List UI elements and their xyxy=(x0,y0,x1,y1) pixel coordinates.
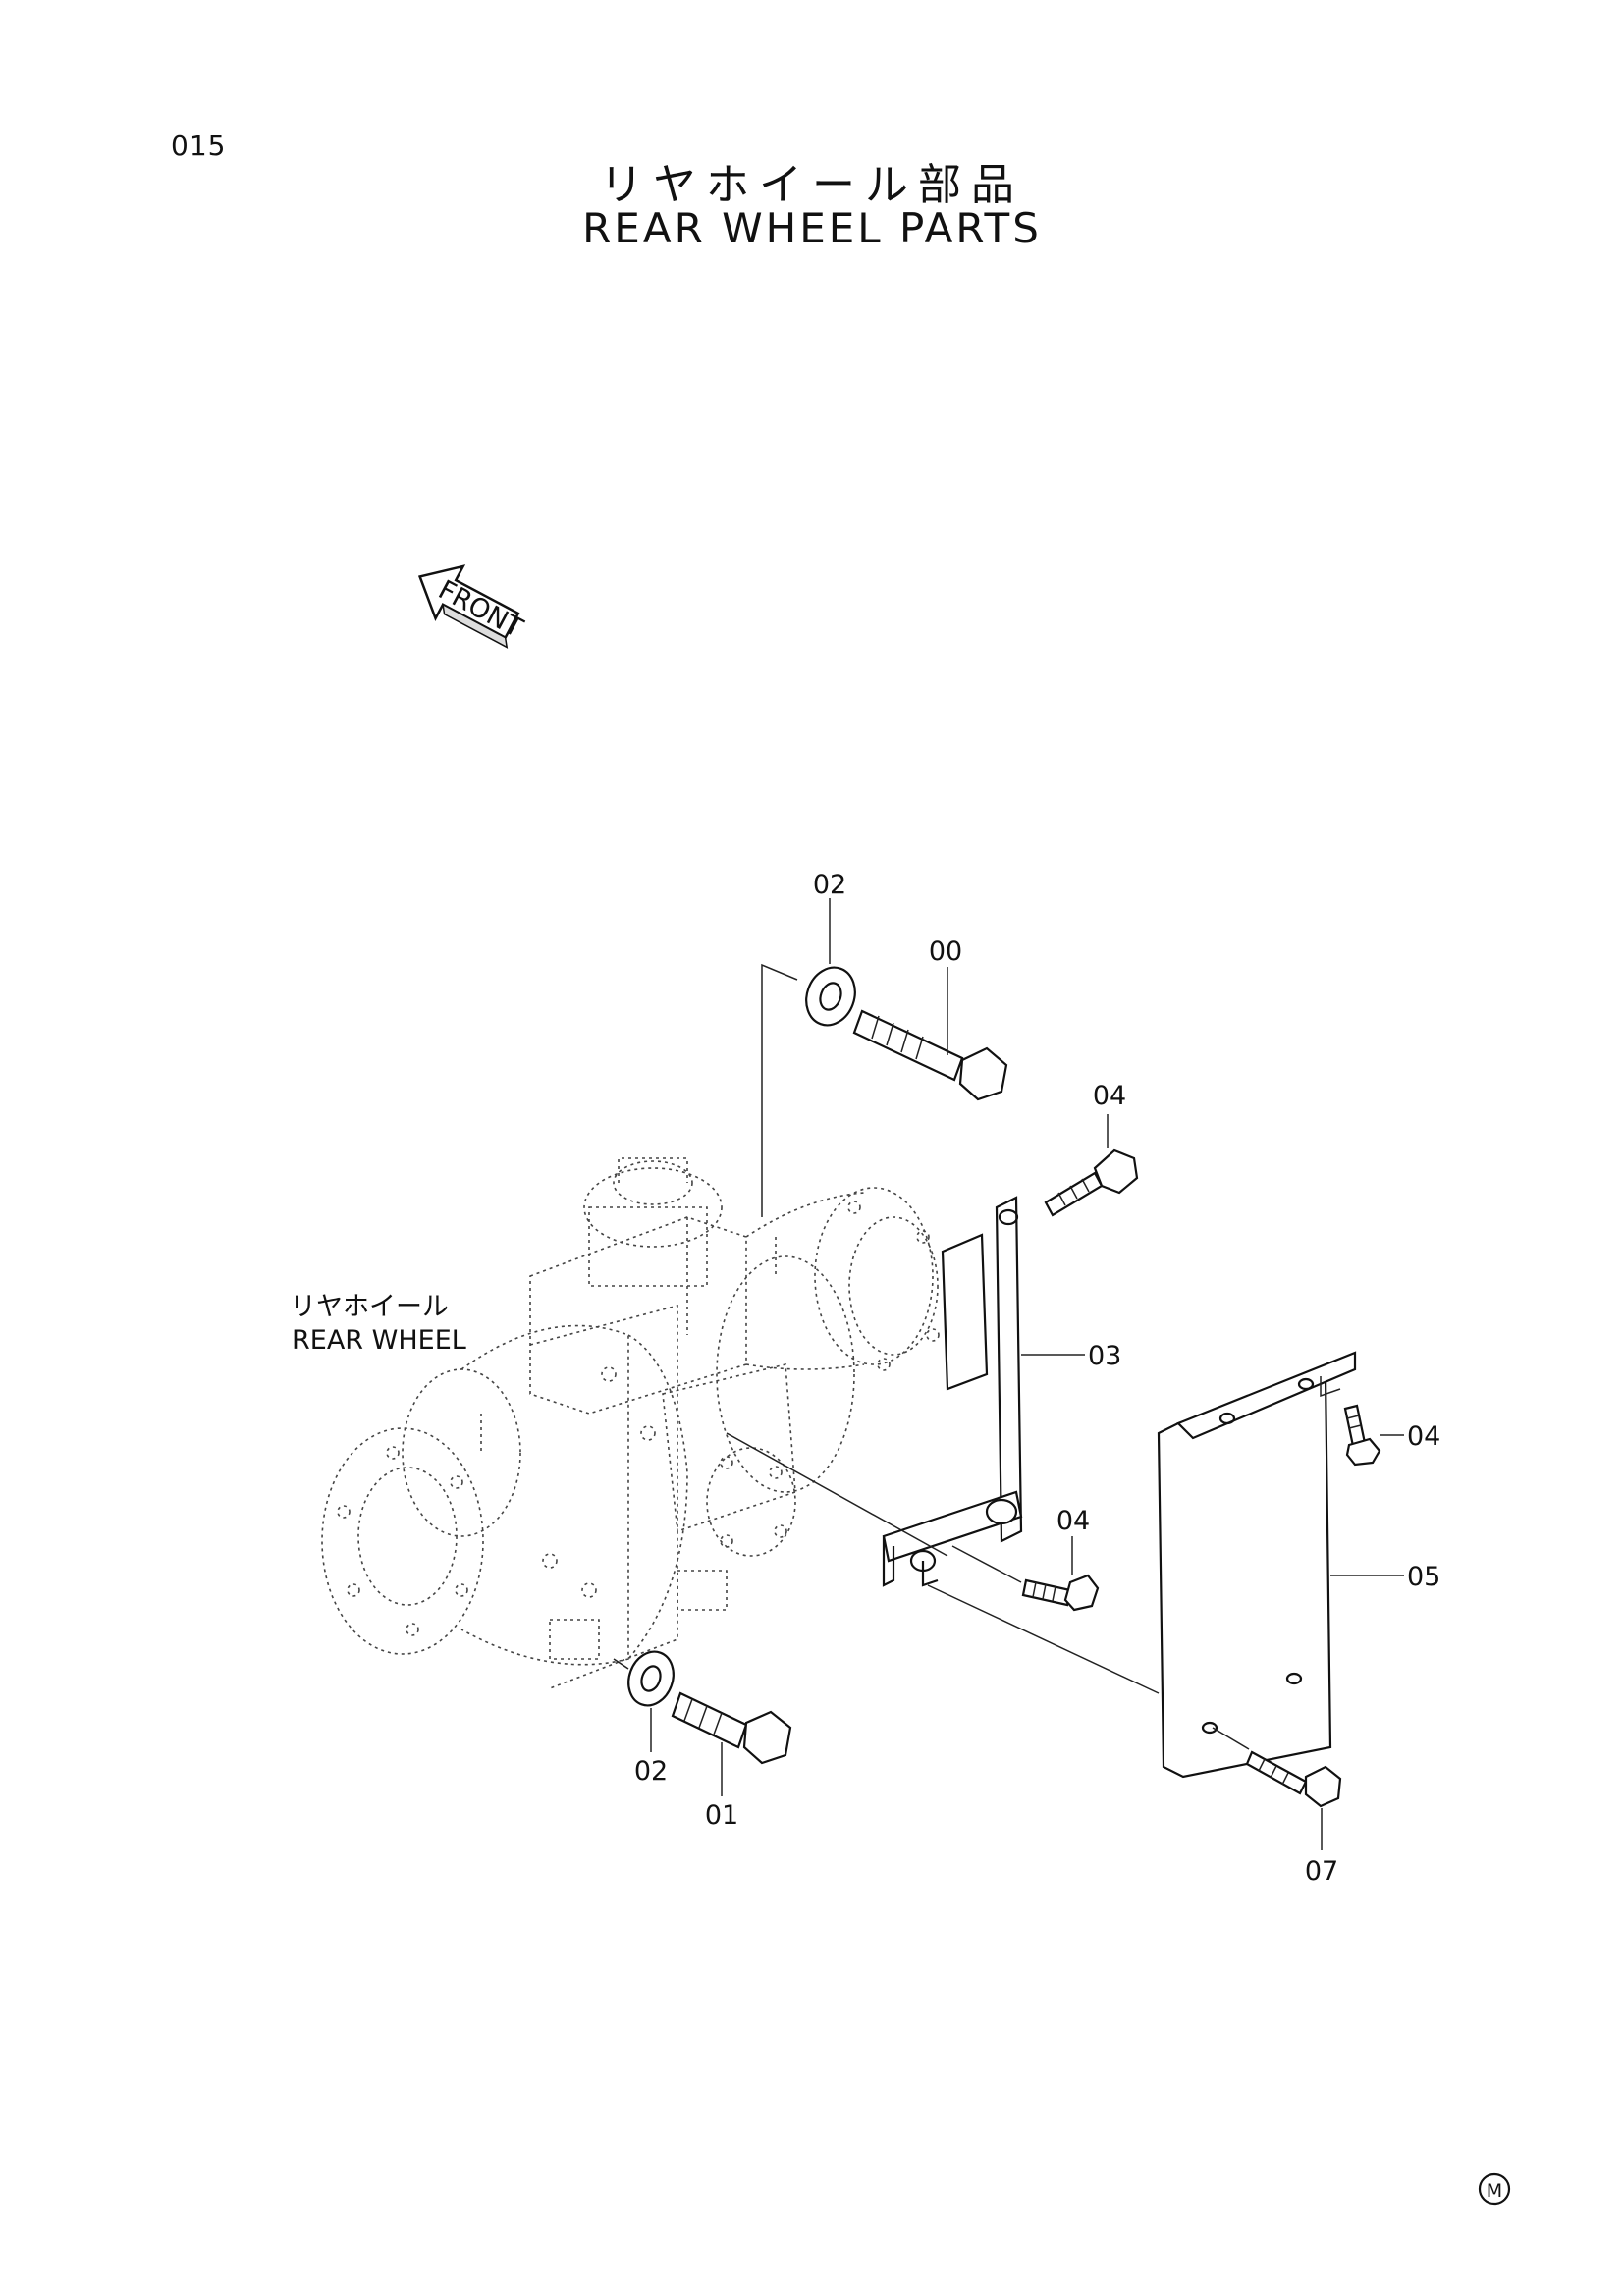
rear-wheel-housing xyxy=(321,1157,940,1689)
stay-bracket xyxy=(882,1196,1023,1587)
callout-07: 07 xyxy=(1305,1856,1338,1887)
callout-02-upper: 02 xyxy=(813,870,846,900)
assembly-label-japanese: リヤホイール xyxy=(290,1292,449,1322)
bolt-04-right xyxy=(1343,1404,1381,1467)
circled-m-mark: M xyxy=(1478,2172,1511,2206)
cover-plate xyxy=(1157,1351,1357,1779)
callout-00: 00 xyxy=(929,936,962,967)
callout-02-lower: 02 xyxy=(634,1756,668,1787)
bolt-upper xyxy=(852,1009,1008,1101)
mark-letter: M xyxy=(1487,2180,1502,2202)
alignment-line-07 xyxy=(1212,1727,1250,1750)
washer-upper xyxy=(805,966,856,1027)
callout-04-middle: 04 xyxy=(1056,1506,1090,1536)
callout-01: 01 xyxy=(705,1800,738,1831)
bolt-04-middle xyxy=(1021,1574,1100,1612)
callout-04-top: 04 xyxy=(1093,1081,1126,1111)
page-number: 015 xyxy=(171,130,227,162)
callout-05: 05 xyxy=(1407,1562,1440,1592)
callout-03: 03 xyxy=(1088,1341,1121,1371)
page-title-japanese: リヤホイール部品 xyxy=(600,160,1024,210)
alignment-line-upper xyxy=(761,963,798,1217)
assembly-label-english: REAR WHEEL xyxy=(292,1325,466,1356)
cover-tab xyxy=(1320,1376,1341,1398)
front-arrow-icon: FRONT xyxy=(417,564,528,649)
alignment-line-bolt xyxy=(951,1545,1022,1583)
bolt-lower xyxy=(671,1691,792,1765)
bolt-04-top xyxy=(1044,1148,1139,1217)
callout-04-right: 04 xyxy=(1407,1421,1440,1452)
page-title-english: REAR WHEEL PARTS xyxy=(582,204,1042,252)
alignment-line-middle xyxy=(726,1432,948,1557)
bolt-07 xyxy=(1245,1750,1342,1808)
alignment-line-lower-washer xyxy=(613,1658,629,1670)
washer-lower xyxy=(627,1650,675,1707)
alignment-line-lower xyxy=(927,1584,1160,1694)
